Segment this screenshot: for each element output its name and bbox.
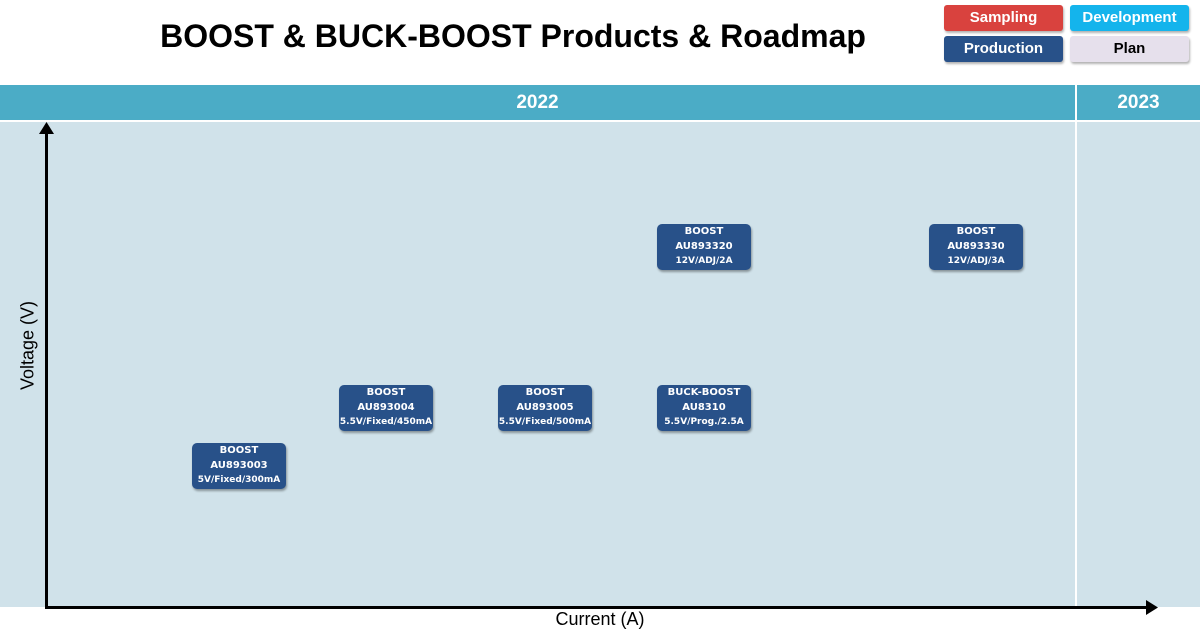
plot-area-2023 [1077,122,1200,607]
product-type: BOOST [219,445,259,456]
y-axis-arrow-icon [39,122,54,134]
product-type: BOOST [684,226,724,237]
product-au893005: BOOST AU893005 5.5V/Fixed/500mA [498,385,592,431]
product-au893320: BOOST AU893320 12V/ADJ/2A [657,224,751,270]
product-spec: 5.5V/Fixed/500mA [498,417,592,427]
product-spec: 5.5V/Fixed/450mA [339,417,433,427]
legend-plan: Plan [1070,36,1189,62]
product-type: BOOST [956,226,996,237]
page-title: BOOST & BUCK-BOOST Products & Roadmap [160,18,866,54]
product-spec: 12V/ADJ/2A [675,256,733,266]
product-type: BOOST [366,387,406,398]
product-part: AU893330 [947,241,1005,252]
product-part: AU893005 [516,402,574,413]
product-spec: 5V/Fixed/300mA [197,475,281,485]
product-part: AU893004 [357,402,415,413]
year-2023-header: 2023 [1077,85,1200,120]
product-spec: 5.5V/Prog./2.5A [664,417,744,427]
product-au893004: BOOST AU893004 5.5V/Fixed/450mA [339,385,433,431]
product-part: AU8310 [682,402,726,413]
product-type: BOOST [525,387,565,398]
product-spec: 12V/ADJ/3A [947,256,1005,266]
product-part: AU893003 [210,460,268,471]
product-au893330: BOOST AU893330 12V/ADJ/3A [929,224,1023,270]
x-axis-arrow-icon [1146,600,1158,615]
year-2022-header: 2022 [0,85,1075,120]
product-type: BUCK-BOOST [667,387,741,398]
y-axis [45,130,48,609]
product-au893003: BOOST AU893003 5V/Fixed/300mA [192,443,286,489]
x-axis-label: Current (A) [555,609,645,629]
product-part: AU893320 [675,241,733,252]
product-au8310: BUCK-BOOST AU8310 5.5V/Prog./2.5A [657,385,751,431]
legend-sampling: Sampling [944,5,1063,31]
legend-production: Production [944,36,1063,62]
plot-area-2022 [0,122,1075,607]
legend-development: Development [1070,5,1189,31]
x-axis [45,606,1150,609]
y-axis-label: Voltage (V) [17,300,38,391]
